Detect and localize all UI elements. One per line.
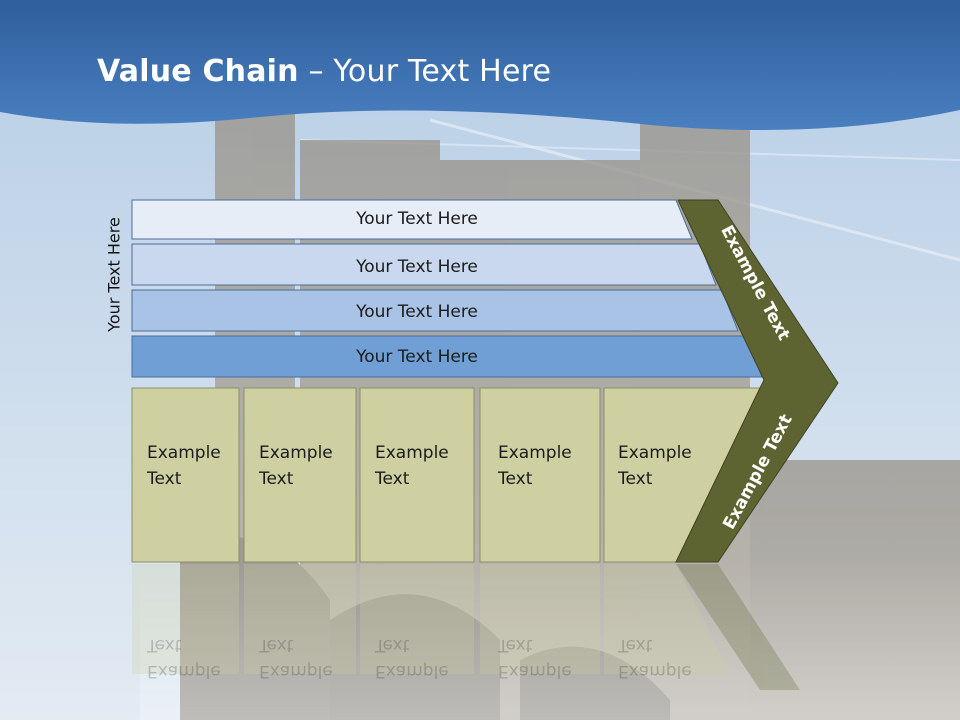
cell-label-4: Example Text bbox=[498, 443, 572, 489]
cell-label-5: Example Text bbox=[618, 443, 692, 489]
cell-label-3: Example Text bbox=[375, 443, 449, 489]
title-bold: Value Chain bbox=[97, 54, 299, 89]
margin-chevron bbox=[675, 199, 839, 563]
row-label-3: Your Text Here bbox=[356, 302, 478, 322]
activity-cell bbox=[243, 387, 357, 563]
row-label-1: Your Text Here bbox=[356, 209, 478, 229]
row-bar bbox=[131, 199, 693, 240]
cell-label-reflection-1: Example Text bbox=[147, 635, 221, 681]
cell-reflection bbox=[244, 564, 356, 674]
cell-label-reflection-3: Example Text bbox=[375, 635, 449, 681]
row-bar bbox=[131, 335, 763, 378]
chevron-reflection bbox=[676, 564, 800, 690]
row-bars bbox=[131, 199, 763, 378]
cell-label-reflection-4: Example Text bbox=[498, 635, 572, 681]
cell-label-reflection-5: Example Text bbox=[618, 635, 692, 681]
row-label-4: Your Text Here bbox=[356, 347, 478, 367]
title-rest: – Your Text Here bbox=[298, 54, 552, 89]
cell-reflection bbox=[604, 564, 730, 674]
cell-reflection bbox=[480, 564, 600, 674]
cell-reflection bbox=[132, 564, 239, 674]
activity-cell bbox=[359, 387, 475, 563]
activity-cells bbox=[131, 387, 761, 563]
row-label-2: Your Text Here bbox=[356, 257, 478, 277]
cell-label-1: Example Text bbox=[147, 443, 221, 489]
activity-cell bbox=[131, 387, 240, 563]
cell-label-2: Example Text bbox=[259, 443, 333, 489]
cell-label-reflection-2: Example Text bbox=[259, 635, 333, 681]
header-band bbox=[0, 0, 960, 130]
activity-cell bbox=[479, 387, 601, 563]
row-bar bbox=[131, 289, 739, 332]
chevron-shape bbox=[675, 199, 839, 563]
side-label: Your Text Here bbox=[104, 217, 124, 332]
reflection-group bbox=[132, 564, 800, 690]
page-title: Value Chain – Your Text Here bbox=[97, 54, 551, 89]
cell-reflection bbox=[360, 564, 474, 674]
row-bar bbox=[131, 243, 717, 286]
